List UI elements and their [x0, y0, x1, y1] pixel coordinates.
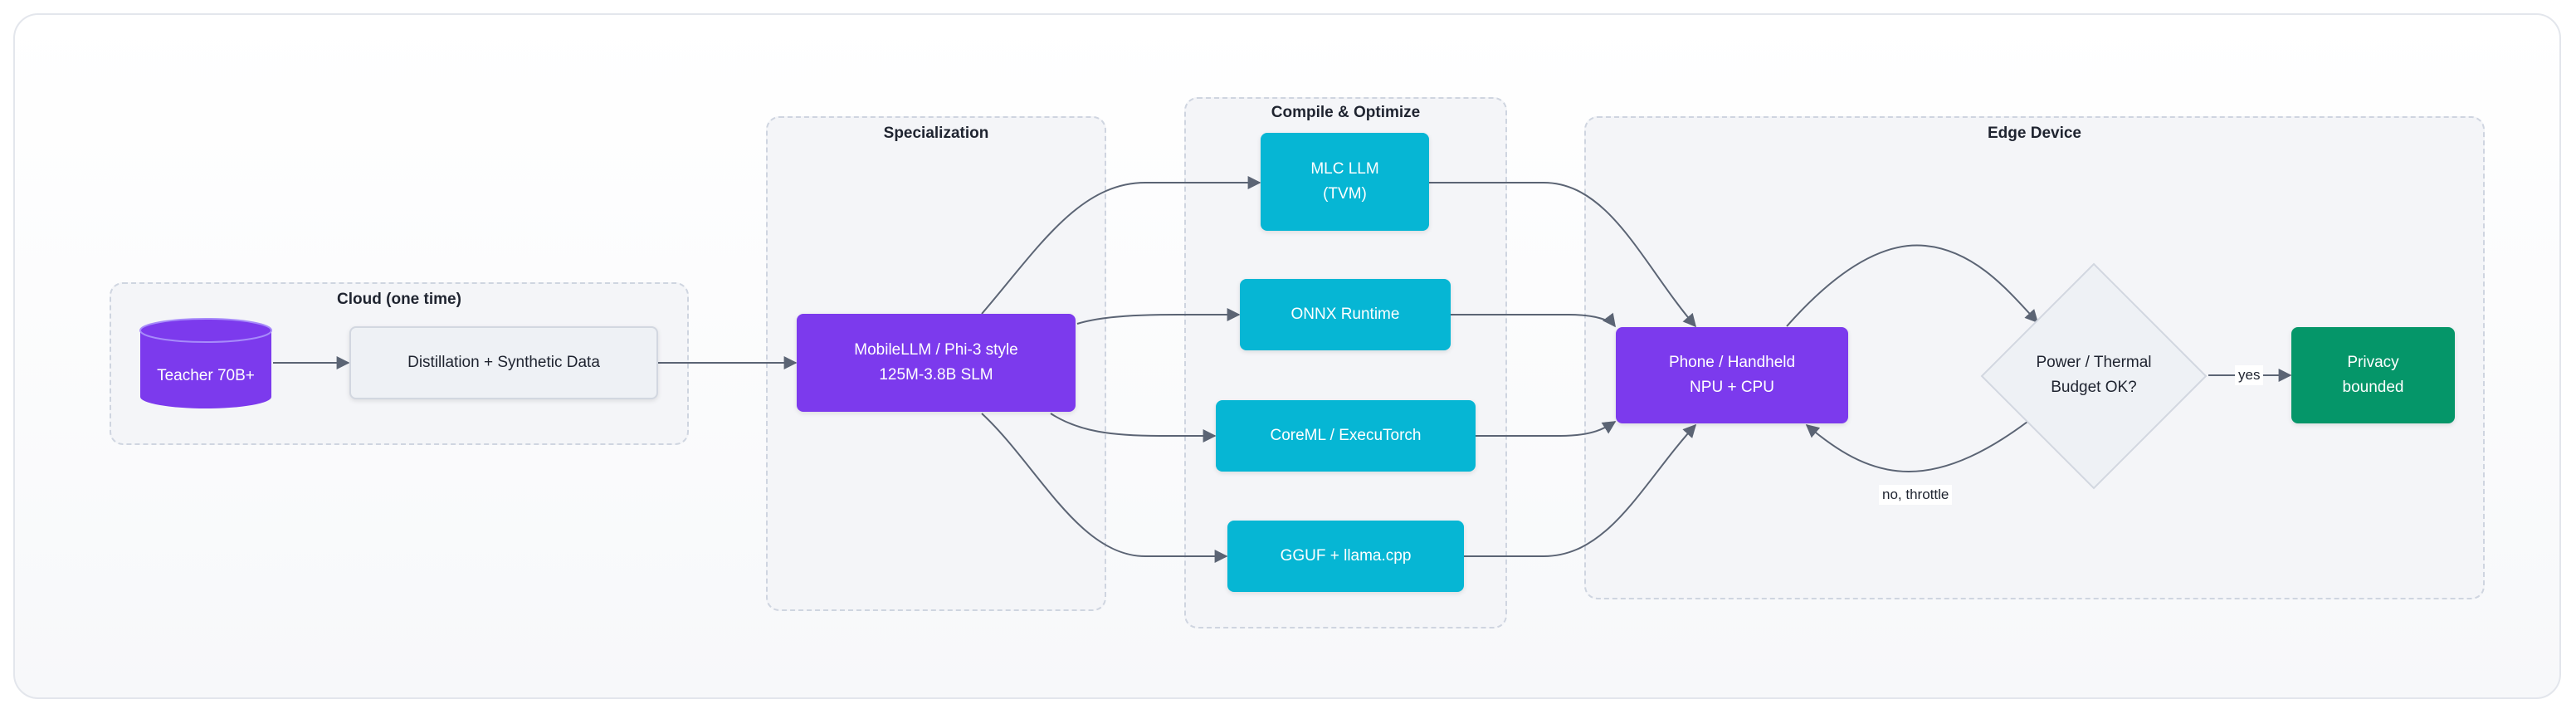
node-slm[interactable]: MobileLLM / Phi-3 style 125M-3.8B SLM	[797, 314, 1076, 412]
teacher-cylinder-icon	[139, 318, 272, 408]
teacher-label: Teacher 70B+	[157, 367, 255, 384]
node-phone[interactable]: Phone / Handheld NPU + CPU	[1616, 327, 1848, 423]
node-distillation-label: Distillation + Synthetic Data	[407, 354, 600, 371]
node-onnx-runtime[interactable]: ONNX Runtime	[1240, 279, 1451, 350]
node-privacy[interactable]: Privacy bounded	[2291, 327, 2455, 423]
node-slm-line1: MobileLLM / Phi-3 style	[854, 341, 1018, 359]
group-cloud-title: Cloud (one time)	[337, 291, 461, 308]
node-distillation[interactable]: Distillation + Synthetic Data	[349, 326, 658, 399]
node-gguf-label: GGUF + llama.cpp	[1280, 547, 1412, 565]
node-onnx-label: ONNX Runtime	[1290, 306, 1400, 323]
decision-diamond[interactable]	[1980, 262, 2208, 490]
node-slm-line2: 125M-3.8B SLM	[879, 366, 993, 384]
decision-label: Power / Thermal Budget OK?	[2013, 338, 2174, 413]
node-coreml[interactable]: CoreML / ExecuTorch	[1216, 400, 1476, 472]
edge-label-yes: yes	[2235, 365, 2264, 385]
node-phone-line1: Phone / Handheld	[1668, 354, 1796, 371]
node-mlc-line1: MLC LLM	[1310, 160, 1379, 178]
edge-label-no-throttle: no, throttle	[1879, 485, 1953, 505]
group-edge-device-title: Edge Device	[1988, 125, 2081, 142]
node-mlc-line2: (TVM)	[1323, 185, 1367, 203]
node-mlc-llm[interactable]: MLC LLM (TVM)	[1261, 133, 1429, 231]
node-gguf[interactable]: GGUF + llama.cpp	[1227, 521, 1464, 592]
decision-line1: Power / Thermal	[2036, 354, 2152, 371]
decision-line2: Budget OK?	[2051, 379, 2137, 396]
group-compile-title: Compile & Optimize	[1271, 104, 1421, 121]
node-privacy-line1: Privacy	[2347, 354, 2399, 371]
node-privacy-line2: bounded	[2342, 379, 2404, 396]
group-specialization-title: Specialization	[883, 125, 989, 142]
node-phone-line2: NPU + CPU	[1690, 379, 1774, 396]
node-coreml-label: CoreML / ExecuTorch	[1270, 427, 1422, 444]
